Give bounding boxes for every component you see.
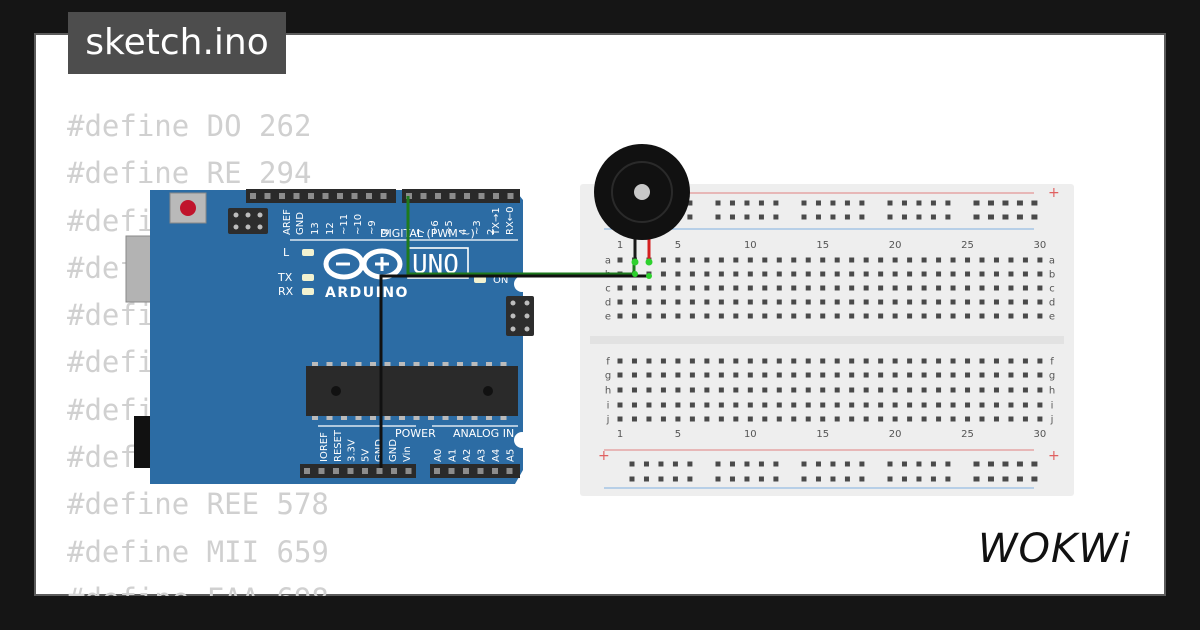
- column-number-top: 10: [744, 240, 757, 251]
- column-number-top: 1: [617, 240, 623, 251]
- rail-plus-bottom-right: +: [1048, 448, 1060, 464]
- row-label-left: f: [606, 357, 610, 368]
- row-label-left: j: [606, 415, 610, 426]
- analog-pin-label: A5: [506, 449, 517, 462]
- top-pin-label: 12: [325, 222, 336, 235]
- file-tab-title[interactable]: sketch.ino: [68, 12, 286, 74]
- row-label-left: d: [605, 298, 611, 309]
- tx-led: [302, 274, 314, 281]
- top-pin-label: ~11: [339, 214, 350, 235]
- digital-header-left: [246, 189, 396, 203]
- column-number-bottom: 5: [675, 429, 681, 440]
- row-label-left: i: [607, 401, 610, 412]
- code-line: #define FAA 698: [67, 576, 329, 596]
- column-number-top: 5: [675, 240, 681, 251]
- wire-gnd-black[interactable]: [379, 274, 648, 468]
- column-number-top: 15: [816, 240, 829, 251]
- column-number-bottom: 25: [961, 429, 974, 440]
- row-label-right: f: [1050, 357, 1054, 368]
- power-pin-label: IOREF: [319, 432, 330, 462]
- wire-pin7-green[interactable]: [406, 196, 636, 276]
- analog-pin-label: A1: [448, 449, 459, 462]
- row-label-left: e: [605, 312, 611, 323]
- analog-pin-label: A3: [477, 449, 488, 462]
- top-pin-label: GND: [295, 212, 306, 235]
- top-pin-label: ~10: [353, 214, 364, 235]
- power-pin-label: RESET: [333, 429, 344, 462]
- power-pin-label: GND: [388, 439, 399, 462]
- on-led: [474, 276, 486, 283]
- on-led-label: ON: [493, 275, 508, 286]
- code-line: #define RE 294: [67, 156, 312, 191]
- row-label-right: d: [1049, 298, 1055, 309]
- top-pin-label: RX←0: [505, 206, 516, 235]
- row-label-right: c: [1049, 284, 1055, 295]
- power-pin-label: 5V: [360, 449, 371, 462]
- top-pin-label: AREF: [282, 209, 293, 235]
- power-header: [300, 464, 416, 478]
- code-line: #define MII 659: [67, 534, 329, 569]
- row-label-right: a: [1049, 256, 1055, 267]
- top-pin-label: 4: [458, 229, 469, 235]
- wokwi-logo: WOKWi: [978, 526, 1131, 572]
- digital-label: DIGITAL (PWM ~): [380, 227, 475, 240]
- analog-label: ANALOG IN: [453, 427, 514, 440]
- digital-header-right: [402, 189, 520, 203]
- rail-plus-top: +: [1048, 185, 1060, 201]
- column-number-bottom: 1: [617, 429, 623, 440]
- analog-pin-label: A2: [462, 449, 473, 462]
- column-number-bottom: 30: [1034, 429, 1047, 440]
- analog-pin-label: A4: [491, 449, 502, 462]
- top-pin-label: 7: [416, 229, 427, 235]
- tx-led-label: TX: [277, 271, 293, 284]
- column-number-bottom: 20: [889, 429, 902, 440]
- column-number-top: 30: [1034, 240, 1047, 251]
- column-number-top: 20: [889, 240, 902, 251]
- top-pin-label: ~5: [444, 220, 455, 235]
- arduino-brand-label: ARDUINO: [325, 285, 409, 301]
- row-label-left: h: [605, 386, 611, 397]
- column-number-bottom: 10: [744, 429, 757, 440]
- rx-led-label: RX: [278, 285, 294, 298]
- code-line: #define DO 262: [67, 109, 312, 143]
- analog-header: [430, 464, 520, 478]
- atmega-chip: [306, 366, 518, 416]
- row-label-right: b: [1049, 270, 1055, 281]
- power-label: POWER: [395, 427, 436, 440]
- row-label-right: g: [1049, 371, 1055, 382]
- code-line: #define REE 578: [67, 487, 329, 522]
- power-pin-label: 3.3V: [347, 439, 358, 462]
- column-number-bottom: 15: [816, 429, 829, 440]
- rail-plus-bottom-left: +: [598, 448, 610, 464]
- row-label-right: j: [1050, 415, 1054, 426]
- l-led-label: L: [283, 246, 290, 259]
- column-number-top: 25: [961, 240, 974, 251]
- row-label-left: g: [605, 371, 611, 382]
- top-pin-label: ~3: [472, 220, 483, 235]
- analog-pin-label: A0: [433, 449, 444, 462]
- row-label-right: i: [1051, 401, 1054, 412]
- top-pin-label: TX→1: [491, 207, 502, 236]
- top-pin-label: 13: [310, 222, 321, 235]
- row-label-right: h: [1049, 386, 1055, 397]
- row-label-right: e: [1049, 312, 1055, 323]
- top-pin-label: ~6: [430, 220, 441, 235]
- buzzer-center: [634, 184, 650, 200]
- top-pin-label: 8: [381, 229, 392, 235]
- row-label-left: a: [605, 256, 611, 267]
- top-pin-label: ~9: [367, 220, 378, 235]
- power-pin-label: Vin: [402, 446, 413, 462]
- l-led: [302, 249, 314, 256]
- rx-led: [302, 288, 314, 295]
- piezo-buzzer[interactable]: [594, 144, 690, 240]
- row-label-left: c: [605, 284, 611, 295]
- reset-button[interactable]: [180, 200, 196, 216]
- top-pin-label: 2: [486, 229, 497, 235]
- wires: [379, 196, 653, 468]
